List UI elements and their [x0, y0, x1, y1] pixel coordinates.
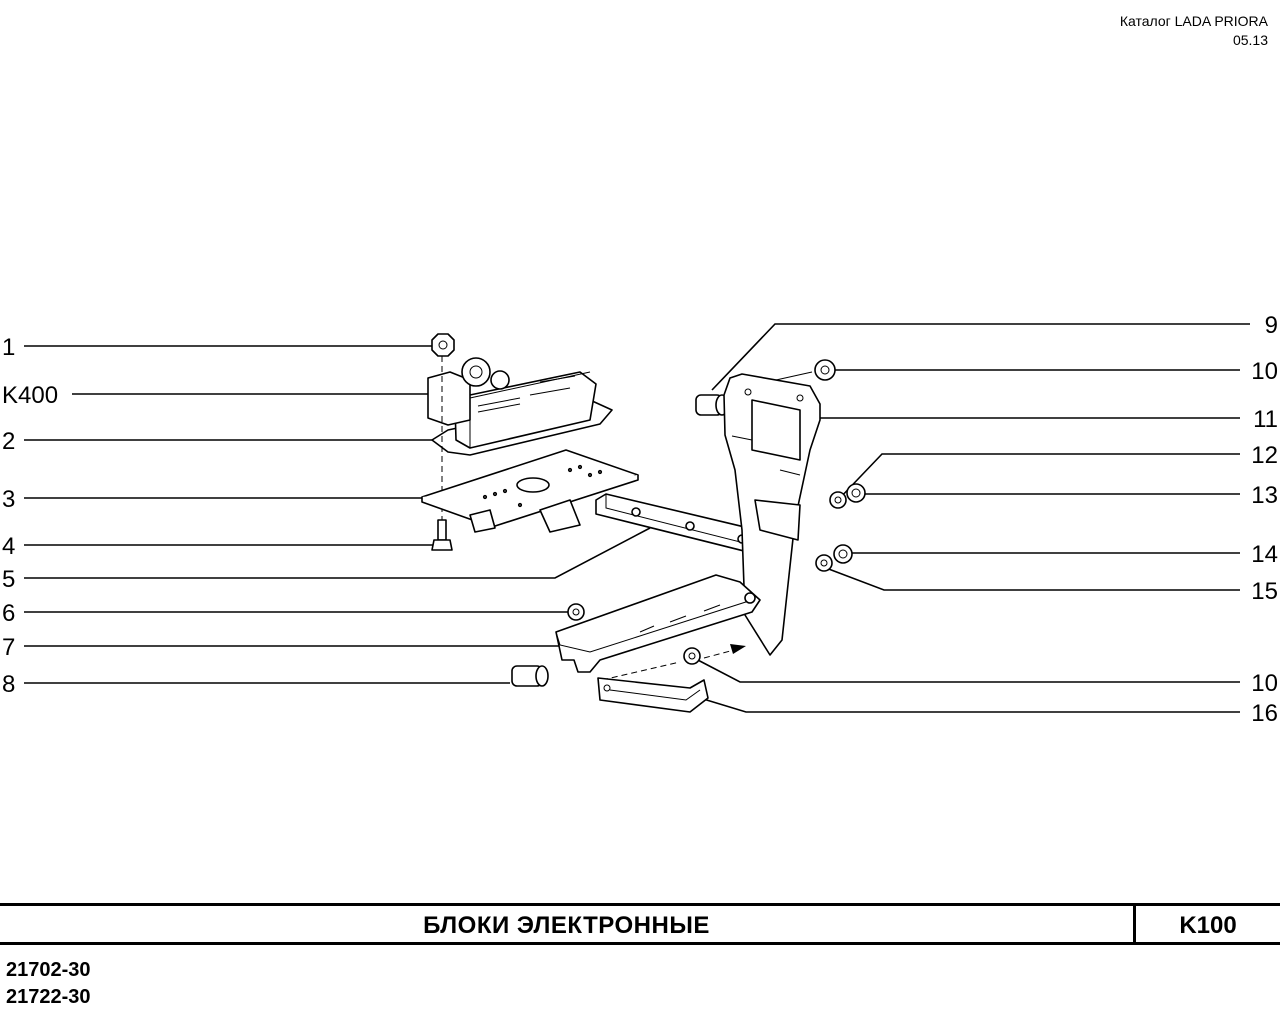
part-16-strip	[597, 677, 709, 713]
callout-10-top: 10	[1251, 358, 1278, 385]
callout-9: 9	[1265, 312, 1278, 339]
catalog-date: 05.13	[1232, 32, 1268, 48]
part-13-nut	[846, 483, 866, 503]
assembly-arrow	[601, 644, 746, 681]
part-k400-electronic-block	[427, 357, 613, 456]
callout-13: 13	[1251, 482, 1278, 509]
callout-2: 2	[2, 428, 15, 455]
callout-4: 4	[2, 533, 15, 560]
callout-1: 1	[2, 334, 15, 361]
section-title: БЛОКИ ЭЛЕКТРОННЫЕ	[423, 912, 710, 939]
part-3-plate	[421, 449, 639, 533]
part-8-bushing	[511, 665, 549, 687]
callout-11: 11	[1253, 406, 1278, 433]
callout-7: 7	[2, 634, 15, 661]
catalog-title: Каталог LADA PRIORA	[1119, 13, 1268, 29]
callout-10-bottom: 10	[1251, 670, 1278, 697]
callout-15: 15	[1251, 578, 1278, 605]
model-code-1: 21702-30	[6, 959, 91, 981]
title-separator	[1133, 906, 1136, 942]
callout-5: 5	[2, 566, 15, 593]
part-14-nut	[833, 544, 853, 564]
part-4-bolt	[431, 519, 453, 551]
part-6-nut	[567, 603, 585, 621]
part-9-bushing	[695, 394, 729, 416]
callout-6: 6	[2, 600, 15, 627]
callout-k400: K400	[2, 382, 58, 409]
part-10-nut-bottom	[683, 647, 701, 665]
part-11-bracket	[723, 371, 821, 656]
leader-lines-right	[693, 323, 1250, 713]
part-12-washer	[829, 491, 847, 509]
callout-3: 3	[2, 486, 15, 513]
callout-8: 8	[2, 671, 15, 698]
leader-lines-left	[24, 345, 651, 684]
section-code: K100	[1179, 912, 1237, 939]
part-10-nut-top	[814, 359, 836, 381]
part-15-washer	[815, 554, 833, 572]
callout-16: 16	[1251, 700, 1278, 727]
title-bar: БЛОКИ ЭЛЕКТРОННЫЕ K100	[0, 903, 1280, 945]
part-1-nut	[431, 333, 455, 357]
callout-12: 12	[1251, 442, 1278, 469]
part-7-lower-bracket	[555, 574, 761, 673]
parts-diagram: 1 K400 2 3 4 5 6 7 8 9 10 11 12 13 14 15…	[2, 312, 1278, 727]
callout-14: 14	[1251, 541, 1278, 568]
callout-labels: 1 K400 2 3 4 5 6 7 8 9 10 11 12 13 14 15…	[2, 312, 1278, 727]
model-code-2: 21722-30	[6, 986, 91, 1008]
